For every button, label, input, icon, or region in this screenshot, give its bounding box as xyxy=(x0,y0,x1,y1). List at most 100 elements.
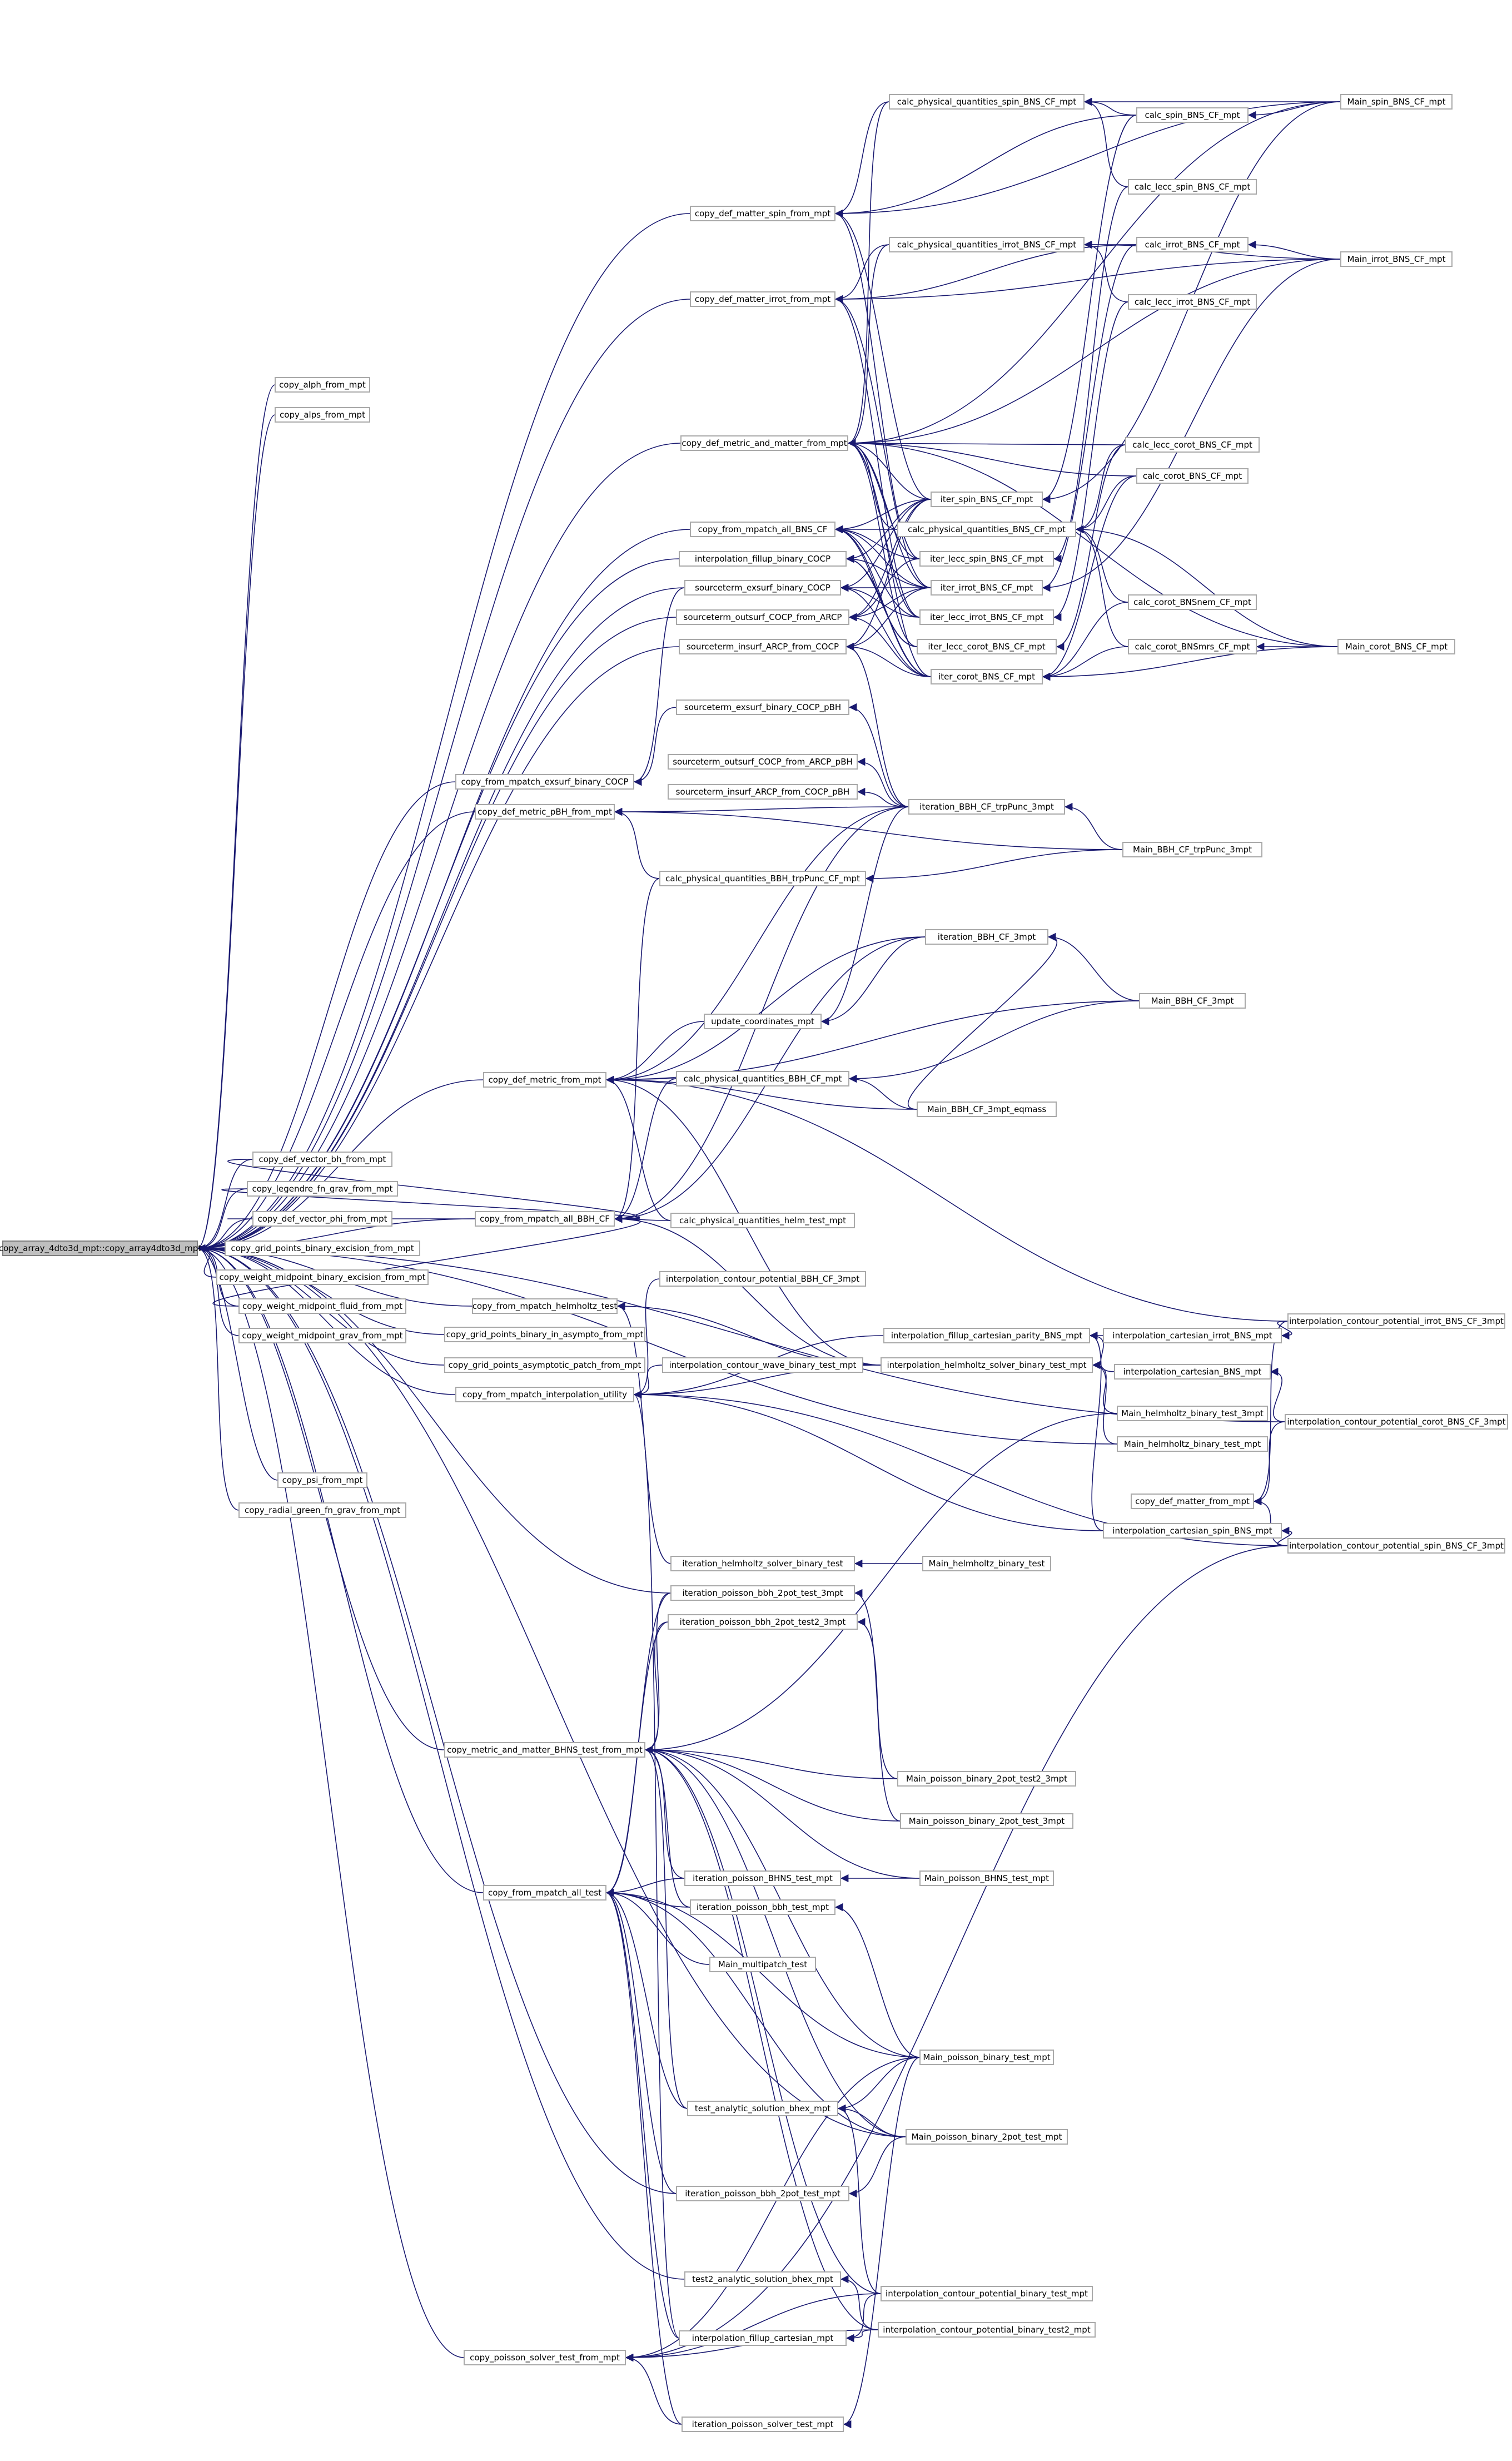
node-calc-corot-bns-cf-mpt[interactable]: calc_corot_BNS_CF_mpt xyxy=(1136,468,1249,484)
node-iteration-helmholtz-solver-binary-test[interactable]: iteration_helmholtz_solver_binary_test xyxy=(670,1556,855,1571)
node-copy-weight-midpoint-grav-from-mpt[interactable]: copy_weight_midpoint_grav_from_mpt xyxy=(238,1328,406,1343)
node-interpolation-fillup-cartesian-mpt[interactable]: interpolation_fillup_cartesian_mpt xyxy=(679,2330,847,2346)
node-copy-def-vector-phi-from-mpt[interactable]: copy_def_vector_phi_from_mpt xyxy=(252,1211,392,1227)
node-interpolation-fillup-binary-cocp[interactable]: interpolation_fillup_binary_COCP xyxy=(679,551,847,567)
node-iteration-poisson-bbh-2pot-test-mpt[interactable]: iteration_poisson_bbh_2pot_test_mpt xyxy=(676,2186,849,2201)
node-main-helmholtz-binary-test[interactable]: Main_helmholtz_binary_test xyxy=(922,1556,1051,1571)
node-copy-alps-from-mpt[interactable]: copy_alps_from_mpt xyxy=(275,407,370,423)
node-sourceterm-exsurf-binary-cocp[interactable]: sourceterm_exsurf_binary_COCP xyxy=(684,580,841,596)
node-interpolation-contour-potential-binary-test2-mpt[interactable]: interpolation_contour_potential_binary_t… xyxy=(878,2322,1096,2338)
node-copy-poisson-solver-test-from-mpt[interactable]: copy_poisson_solver_test_from_mpt xyxy=(464,2350,626,2365)
node-update-coordinates-mpt[interactable]: update_coordinates_mpt xyxy=(704,1014,822,1029)
node-iter-lecc-spin-bns-cf-mpt[interactable]: iter_lecc_spin_BNS_CF_mpt xyxy=(919,551,1054,567)
node-copy-from-mpatch-all-bns-cf[interactable]: copy_from_mpatch_all_BNS_CF xyxy=(690,522,835,537)
node-calc-corot-bnsnem-cf-mpt[interactable]: calc_corot_BNSnem_CF_mpt xyxy=(1128,594,1257,610)
node-calc-physical-quantities-bbh-cf-mpt[interactable]: calc_physical_quantities_BBH_CF_mpt xyxy=(676,1071,849,1086)
node-iter-corot-bns-cf-mpt[interactable]: iter_corot_BNS_CF_mpt xyxy=(931,669,1043,684)
node-copy-def-metric-from-mpt[interactable]: copy_def_metric_from_mpt xyxy=(483,1072,606,1088)
node-calc-physical-quantities-helm-test-mpt[interactable]: calc_physical_quantities_helm_test_mpt xyxy=(670,1213,855,1228)
node-iter-irrot-bns-cf-mpt[interactable]: iter_irrot_BNS_CF_mpt xyxy=(931,580,1043,596)
node-copy-grid-points-binary-in-asympto-from-mpt[interactable]: copy_grid_points_binary_in_asympto_from_… xyxy=(444,1327,645,1342)
node-iter-lecc-corot-bns-cf-mpt[interactable]: iter_lecc_corot_BNS_CF_mpt xyxy=(917,639,1057,654)
node-calc-lecc-spin-bns-cf-mpt[interactable]: calc_lecc_spin_BNS_CF_mpt xyxy=(1128,179,1257,195)
node-main-corot-bns-cf-mpt[interactable]: Main_corot_BNS_CF_mpt xyxy=(1337,639,1455,654)
node-iter-spin-bns-cf-mpt[interactable]: iter_spin_BNS_CF_mpt xyxy=(931,492,1043,507)
node-calc-irrot-bns-cf-mpt[interactable]: calc_irrot_BNS_CF_mpt xyxy=(1136,237,1249,252)
node-iter-lecc-irrot-bns-cf-mpt[interactable]: iter_lecc_irrot_BNS_CF_mpt xyxy=(919,609,1054,625)
node-main-helmholtz-binary-test-mpt[interactable]: Main_helmholtz_binary_test_mpt xyxy=(1117,1436,1268,1452)
node-main-bbh-cf-3mpt[interactable]: Main_BBH_CF_3mpt xyxy=(1139,993,1246,1009)
node-copy-grid-points-asymptotic-patch-from-mpt[interactable]: copy_grid_points_asymptotic_patch_from_m… xyxy=(444,1357,645,1373)
node-main-bbh-cf-3mpt-eqmass[interactable]: Main_BBH_CF_3mpt_eqmass xyxy=(917,1102,1057,1117)
node-copy-weight-midpoint-fluid-from-mpt[interactable]: copy_weight_midpoint_fluid_from_mpt xyxy=(238,1298,406,1314)
node-main-spin-bns-cf-mpt[interactable]: Main_spin_BNS_CF_mpt xyxy=(1340,94,1453,110)
node-copy-from-mpatch-interpolation-utility[interactable]: copy_from_mpatch_interpolation_utility xyxy=(455,1387,634,1402)
node-main-poisson-binary-test-mpt[interactable]: Main_poisson_binary_test_mpt xyxy=(919,2050,1054,2065)
node-main-bbh-cf-trppunc-3mpt[interactable]: Main_BBH_CF_trpPunc_3mpt xyxy=(1122,842,1262,857)
node-iteration-poisson-bhns-test-mpt[interactable]: iteration_poisson_BHNS_test_mpt xyxy=(684,1870,841,1886)
node-interpolation-contour-potential-spin-bns-cf-3mpt[interactable]: interpolation_contour_potential_spin_BNS… xyxy=(1287,1538,1505,1554)
node-copy-metric-and-matter-bhns-test-from-mpt[interactable]: copy_metric_and_matter_BHNS_test_from_mp… xyxy=(444,1742,645,1758)
node-main-poisson-bhns-test-mpt[interactable]: Main_poisson_BHNS_test_mpt xyxy=(919,1870,1054,1886)
node-copy-from-mpatch-exsurf-binary-cocp[interactable]: copy_from_mpatch_exsurf_binary_COCP xyxy=(455,774,634,790)
node-label: copy_legendre_fn_grav_from_mpt xyxy=(252,1184,392,1194)
node-box xyxy=(1337,639,1455,654)
node-main-poisson-binary-2pot-test-3mpt[interactable]: Main_poisson_binary_2pot_test_3mpt xyxy=(900,1813,1073,1829)
node-main-multipatch-test[interactable]: Main_multipatch_test xyxy=(709,1957,816,1972)
node-sourceterm-insurf-arcp-from-cocp-pbh[interactable]: sourceterm_insurf_ARCP_from_COCP_pBH xyxy=(668,784,858,800)
node-label: Main_BBH_CF_3mpt_eqmass xyxy=(927,1104,1047,1115)
node-interpolation-helmholtz-solver-binary-test-mpt[interactable]: interpolation_helmholtz_solver_binary_te… xyxy=(881,1357,1093,1373)
node-sourceterm-exsurf-binary-cocp-pbh[interactable]: sourceterm_exsurf_binary_COCP_pBH xyxy=(676,699,849,715)
node-interpolation-contour-potential-bbh-cf-3mpt[interactable]: interpolation_contour_potential_BBH_CF_3… xyxy=(659,1271,866,1287)
node-iteration-poisson-bbh-test-mpt[interactable]: iteration_poisson_bbh_test_mpt xyxy=(690,1899,835,1915)
node-copy-from-mpatch-all-test[interactable]: copy_from_mpatch_all_test xyxy=(483,1885,606,1901)
node-calc-spin-bns-cf-mpt[interactable]: calc_spin_BNS_CF_mpt xyxy=(1136,107,1249,123)
node-calc-physical-quantities-bns-cf-mpt[interactable]: calc_physical_quantities_BNS_CF_mpt xyxy=(897,522,1076,537)
node-copy-def-matter-irrot-from-mpt[interactable]: copy_def_matter_irrot_from_mpt xyxy=(690,291,835,307)
node-copy-alph-from-mpt[interactable]: copy_alph_from_mpt xyxy=(275,377,370,393)
node-copy-array-4dto3d-mpt-copy-array4dto3d-mpt[interactable]: copy_array_4dto3d_mpt::copy_array4dto3d_… xyxy=(0,1241,201,1256)
node-calc-physical-quantities-spin-bns-cf-mpt[interactable]: calc_physical_quantities_spin_BNS_CF_mpt xyxy=(889,94,1085,110)
node-interpolation-contour-potential-irrot-bns-cf-3mpt[interactable]: interpolation_contour_potential_irrot_BN… xyxy=(1287,1313,1505,1329)
node-iteration-poisson-solver-test-mpt[interactable]: iteration_poisson_solver_test_mpt xyxy=(682,2417,844,2432)
node-copy-psi-from-mpt[interactable]: copy_psi_from_mpt xyxy=(277,1472,367,1488)
node-copy-def-matter-spin-from-mpt[interactable]: copy_def_matter_spin_from_mpt xyxy=(690,206,835,221)
call-edge xyxy=(644,1745,901,1822)
node-test2-analytic-solution-bhex-mpt[interactable]: test2_analytic_solution_bhex_mpt xyxy=(684,2271,841,2287)
node-calc-lecc-irrot-bns-cf-mpt[interactable]: calc_lecc_irrot_BNS_CF_mpt xyxy=(1128,294,1257,310)
node-copy-from-mpatch-helmholtz-test[interactable]: copy_from_mpatch_helmholtz_test xyxy=(472,1298,618,1314)
node-copy-def-vector-bh-from-mpt[interactable]: copy_def_vector_bh_from_mpt xyxy=(252,1152,392,1167)
node-interpolation-cartesian-spin-bns-mpt[interactable]: interpolation_cartesian_spin_BNS_mpt xyxy=(1103,1523,1282,1539)
node-interpolation-cartesian-bns-mpt[interactable]: interpolation_cartesian_BNS_mpt xyxy=(1114,1364,1271,1380)
node-copy-weight-midpoint-binary-excision-from-mpt[interactable]: copy_weight_midpoint_binary_excision_fro… xyxy=(216,1269,429,1285)
node-calc-physical-quantities-bbh-trppunc-cf-mpt[interactable]: calc_physical_quantities_BBH_trpPunc_CF_… xyxy=(659,871,866,886)
node-interpolation-cartesian-irrot-bns-mpt[interactable]: interpolation_cartesian_irrot_BNS_mpt xyxy=(1103,1328,1282,1343)
node-iteration-bbh-cf-3mpt[interactable]: iteration_BBH_CF_3mpt xyxy=(925,929,1048,945)
node-copy-legendre-fn-grav-from-mpt[interactable]: copy_legendre_fn_grav_from_mpt xyxy=(247,1181,398,1197)
node-calc-corot-bnsmrs-cf-mpt[interactable]: calc_corot_BNSmrs_CF_mpt xyxy=(1128,639,1257,654)
node-sourceterm-insurf-arcp-from-cocp[interactable]: sourceterm_insurf_ARCP_from_COCP xyxy=(679,639,847,654)
node-copy-def-matter-from-mpt[interactable]: copy_def_matter_from_mpt xyxy=(1131,1494,1254,1509)
node-sourceterm-outsurf-cocp-from-arcp[interactable]: sourceterm_outsurf_COCP_from_ARCP xyxy=(676,609,849,625)
node-main-helmholtz-binary-test-3mpt[interactable]: Main_helmholtz_binary_test_3mpt xyxy=(1117,1406,1268,1421)
node-iteration-poisson-bbh-2pot-test-3mpt[interactable]: iteration_poisson_bbh_2pot_test_3mpt xyxy=(670,1585,855,1601)
node-iteration-bbh-cf-trppunc-3mpt[interactable]: iteration_BBH_CF_trpPunc_3mpt xyxy=(908,799,1065,815)
call-edge xyxy=(1042,115,1137,504)
node-copy-grid-points-binary-excision-from-mpt[interactable]: copy_grid_points_binary_excision_from_mp… xyxy=(225,1241,420,1256)
node-calc-physical-quantities-irrot-bns-cf-mpt[interactable]: calc_physical_quantities_irrot_BNS_CF_mp… xyxy=(889,237,1085,252)
node-main-poisson-binary-2pot-test2-3mpt[interactable]: Main_poisson_binary_2pot_test2_3mpt xyxy=(897,1771,1076,1787)
node-iteration-poisson-bbh-2pot-test2-3mpt[interactable]: iteration_poisson_bbh_2pot_test2_3mpt xyxy=(668,1614,858,1630)
node-sourceterm-outsurf-cocp-from-arcp-pbh[interactable]: sourceterm_outsurf_COCP_from_ARCP_pBH xyxy=(668,754,858,770)
node-main-irrot-bns-cf-mpt[interactable]: Main_irrot_BNS_CF_mpt xyxy=(1340,251,1453,267)
node-interpolation-contour-potential-corot-bns-cf-3mpt[interactable]: interpolation_contour_potential_corot_BN… xyxy=(1285,1414,1508,1430)
node-calc-lecc-corot-bns-cf-mpt[interactable]: calc_lecc_corot_BNS_CF_mpt xyxy=(1125,437,1260,453)
node-interpolation-fillup-cartesian-parity-bns-mpt[interactable]: interpolation_fillup_cartesian_parity_BN… xyxy=(883,1328,1090,1343)
node-interpolation-contour-wave-binary-test-mpt[interactable]: interpolation_contour_wave_binary_test_m… xyxy=(662,1357,863,1373)
node-main-poisson-binary-2pot-test-mpt[interactable]: Main_poisson_binary_2pot_test_mpt xyxy=(906,2129,1068,2145)
node-test-analytic-solution-bhex-mpt[interactable]: test_analytic_solution_bhex_mpt xyxy=(687,2101,838,2116)
node-copy-radial-green-fn-grav-from-mpt[interactable]: copy_radial_green_fn_grav_from_mpt xyxy=(238,1502,406,1518)
node-interpolation-contour-potential-binary-test-mpt[interactable]: interpolation_contour_potential_binary_t… xyxy=(881,2286,1093,2301)
node-copy-from-mpatch-all-bbh-cf[interactable]: copy_from_mpatch_all_BBH_CF xyxy=(475,1211,615,1227)
node-copy-def-metric-pbh-from-mpt[interactable]: copy_def_metric_pBH_from_mpt xyxy=(475,804,615,820)
node-copy-def-metric-and-matter-from-mpt[interactable]: copy_def_metric_and_matter_from_mpt xyxy=(680,435,848,451)
